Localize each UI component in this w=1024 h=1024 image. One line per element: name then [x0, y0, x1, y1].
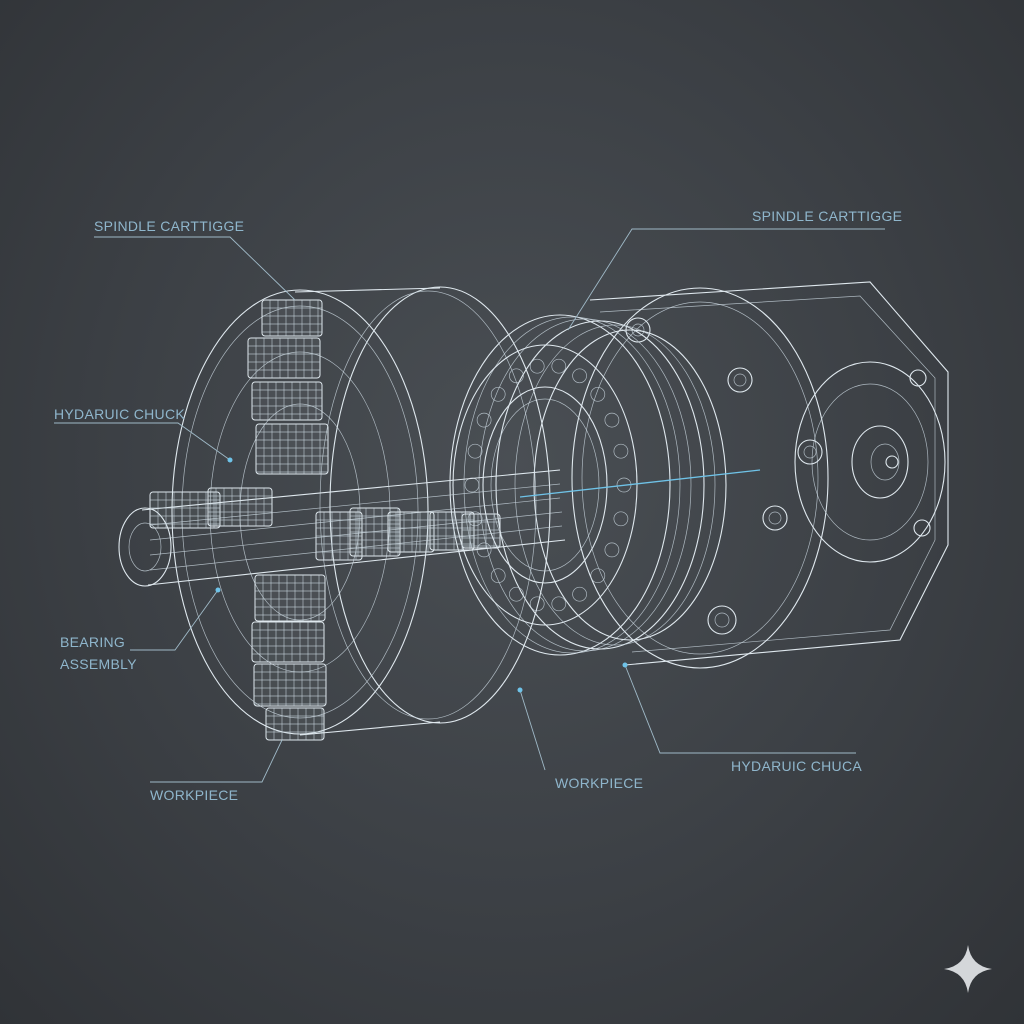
bearing-ball: [551, 596, 567, 612]
bearing-ball: [604, 542, 620, 558]
label-hydraulic-chuck-right: HYDARUIC CHUCA: [731, 758, 862, 774]
label-bearing-line1: BEARING: [60, 634, 126, 650]
bearing-ball: [467, 443, 483, 459]
housing-bolts: [625, 317, 931, 635]
bearing-ball: [572, 368, 587, 384]
leader-lines: [54, 228, 885, 783]
chuck-jaws: [149, 299, 501, 741]
bearing-ball: [604, 412, 620, 428]
chuck-jaw-block: [251, 381, 323, 421]
chuck-jaw-block: [387, 511, 435, 553]
bearing-balls: [464, 358, 632, 612]
chuck-jaw-block: [461, 513, 501, 549]
label-bearing-line2: ASSEMBLY: [60, 656, 137, 672]
bearing-ball: [490, 568, 506, 584]
label-workpiece-left: WORKPIECE: [150, 787, 239, 803]
bearing-ball: [613, 443, 629, 459]
bearing-ball: [572, 586, 587, 602]
rear-housing: [571, 281, 949, 669]
chuck-jaw-block: [254, 574, 326, 622]
bearing-ball: [529, 596, 545, 612]
chuck-jaw-block: [255, 423, 329, 475]
chuck-jaw-block: [261, 299, 323, 337]
chuck-jaw-block: [247, 337, 321, 379]
bearing-ball: [590, 568, 606, 584]
label-bearing-assembly: BEARING ASSEMBLY: [60, 631, 137, 675]
sparkle-icon: [944, 945, 992, 993]
chuck-jaw-block: [251, 621, 325, 663]
label-spindle-cartridge-right: SPINDLE CARTTIGGE: [752, 208, 903, 224]
bearing-ball: [490, 386, 506, 402]
bearing-ball: [613, 511, 629, 527]
bearing-ball: [590, 386, 606, 402]
bearing-ball: [509, 586, 524, 602]
bearing-ball: [467, 511, 483, 527]
bearing-stack: [449, 314, 727, 656]
bearing-ball: [551, 358, 567, 374]
chuck-jaw-block: [149, 491, 221, 529]
bearing-ball: [529, 358, 545, 374]
label-spindle-cartridge-left: SPINDLE CARTTIGGE: [94, 218, 245, 234]
chuck-jaw-block: [253, 663, 327, 707]
chuck-jaw-block: [429, 511, 475, 551]
bearing-ball: [509, 368, 524, 384]
label-workpiece-center: WORKPIECE: [555, 775, 644, 791]
label-hydraulic-chuck-left: HYDARUIC CHUCK: [54, 406, 185, 422]
bearing-ball: [464, 477, 480, 493]
bearing-ball: [476, 412, 492, 428]
